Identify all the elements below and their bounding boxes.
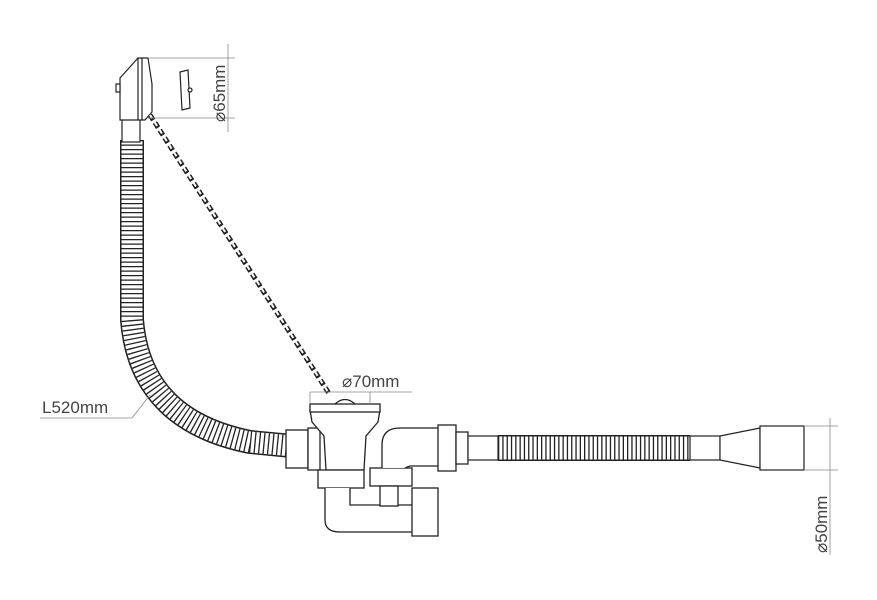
drain-diameter-label: ⌀70mm: [342, 372, 400, 391]
overflow-corrugated-hose: [120, 140, 294, 458]
overflow-diameter-label: ⌀65mm: [210, 64, 229, 122]
dimension-lines: [40, 44, 838, 555]
overflow-head: [115, 57, 153, 143]
bottle-trap: [285, 398, 469, 537]
hose-length-label: L520mm: [42, 398, 109, 417]
overflow-cover-side-view: [179, 69, 193, 111]
outlet-diameter-label: ⌀50mm: [812, 495, 831, 553]
outlet-corrugated-hose: [467, 425, 805, 471]
